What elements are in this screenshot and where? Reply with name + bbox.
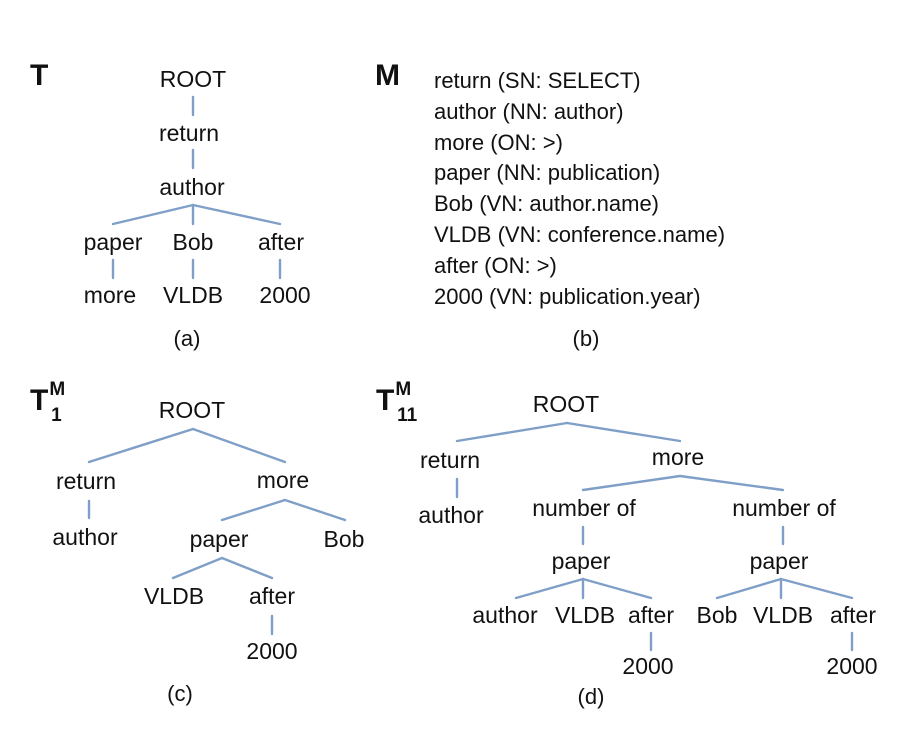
node-more: more [83, 282, 137, 308]
node-paper: paper [83, 229, 143, 255]
node-paper: paper [189, 526, 249, 552]
edge [715, 577, 783, 600]
edge [779, 577, 854, 600]
node-root: ROOT [159, 66, 227, 92]
node-more: more [256, 467, 310, 493]
node-author: author [52, 524, 118, 550]
node-vldb: VLDB [162, 282, 224, 308]
edge [455, 421, 569, 443]
node-author: author [418, 502, 484, 528]
node-after: after [829, 602, 877, 628]
node-number-of: number of [532, 495, 636, 521]
panel-a-label: T [30, 59, 49, 92]
edge [283, 498, 347, 522]
mapping-list: return (SN: SELECT) author (NN: author) … [434, 66, 725, 312]
edge [581, 474, 682, 492]
panel-d-label: TM 11 [376, 378, 417, 428]
node-after: after [248, 583, 296, 609]
panel-b-caption: (b) [572, 326, 600, 351]
panel-d-label-sup: M [395, 379, 412, 400]
node-bob: Bob [696, 602, 738, 628]
node-author: author [472, 602, 538, 628]
mapping-item: after (ON: >) [434, 252, 557, 278]
node-paper: paper [749, 548, 809, 574]
node-2000: 2000 [826, 653, 878, 679]
edge [514, 577, 585, 600]
edge [111, 203, 195, 226]
node-more: more [651, 444, 705, 470]
edge [171, 556, 224, 580]
panel-d-caption: (d) [577, 684, 605, 709]
edge [678, 474, 785, 492]
node-2000: 2000 [246, 638, 298, 664]
edge [87, 427, 195, 464]
node-return: return [158, 120, 220, 146]
node-after: after [627, 602, 675, 628]
mapping-item: return (SN: SELECT) [434, 68, 641, 93]
node-2000: 2000 [622, 653, 674, 679]
node-2000: 2000 [259, 282, 311, 308]
panel-c-caption: (c) [167, 681, 193, 706]
panel-d-label-base: T [376, 384, 395, 417]
node-number-of: number of [732, 495, 836, 521]
node-return: return [419, 447, 481, 473]
mapping-item: Bob (VN: author.name) [434, 191, 660, 217]
panel-c-label-sup: M [49, 379, 66, 400]
panel-c-label-sub: 1 [51, 405, 62, 426]
edge [191, 203, 282, 226]
mapping-item: paper (NN: publication) [434, 160, 661, 186]
mapping-item: more (ON: >) [434, 129, 563, 155]
edge [581, 577, 653, 600]
node-vldb: VLDB [554, 602, 616, 628]
node-author: author [159, 174, 225, 200]
edge [191, 427, 287, 464]
node-return: return [55, 468, 117, 494]
panel-d-label-sub: 11 [397, 405, 418, 426]
edge [220, 498, 287, 522]
node-root: ROOT [158, 397, 226, 423]
edge [220, 556, 274, 580]
node-after: after [257, 229, 305, 255]
panel-b-label: M [375, 59, 400, 92]
panel-a-caption: (a) [173, 326, 201, 351]
edge [565, 421, 682, 443]
node-bob: Bob [172, 229, 214, 255]
panel-c-label-base: T [30, 384, 49, 417]
node-bob: Bob [323, 526, 365, 552]
node-vldb: VLDB [752, 602, 814, 628]
node-paper: paper [551, 548, 611, 574]
node-root: ROOT [532, 391, 600, 417]
mapping-item: VLDB (VN: conference.name) [434, 221, 726, 247]
mapping-item: author (NN: author) [434, 98, 624, 124]
panel-c-label: TM 1 [30, 378, 66, 428]
node-vldb: VLDB [143, 583, 205, 609]
mapping-item: 2000 (VN: publication.year) [434, 283, 701, 309]
